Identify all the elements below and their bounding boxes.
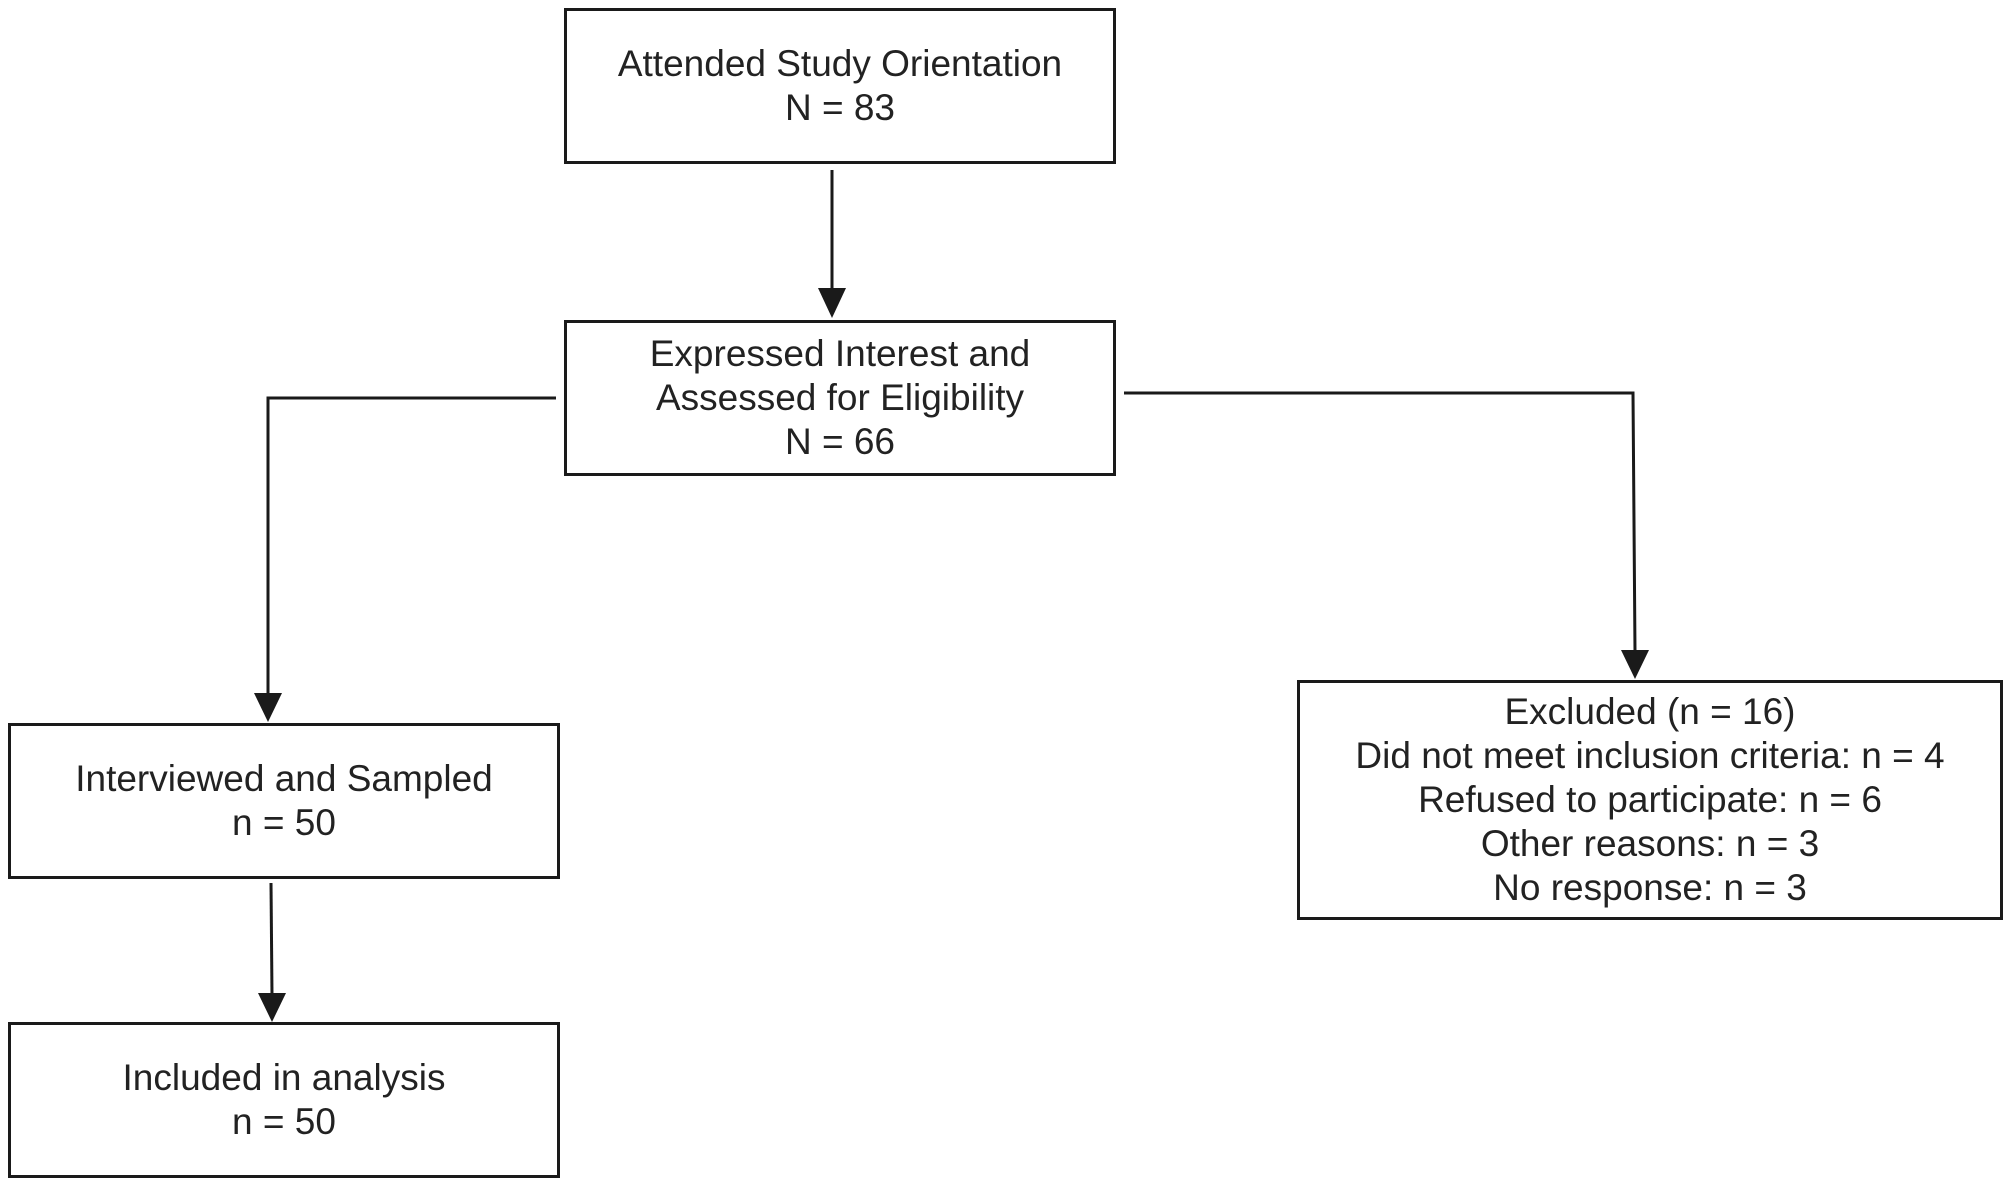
arrow-interviewed-to-analysis <box>269 882 274 996</box>
box-assessed-eligibility: Expressed Interest and Assessed for Elig… <box>564 320 1116 476</box>
box-count: n = 50 <box>232 1101 336 1142</box>
box-excluded: Excluded (n = 16) Did not meet inclusion… <box>1297 680 2003 920</box>
box-count: n = 50 <box>232 802 336 843</box>
excluded-reason: No response: n = 3 <box>1493 867 1807 908</box>
box-interviewed-sampled: Interviewed and Sampled n = 50 <box>8 723 560 879</box>
box-attended-orientation: Attended Study Orientation N = 83 <box>564 8 1116 164</box>
box-label: Included in analysis <box>122 1057 446 1098</box>
arrow-eligibility-to-interviewed <box>266 396 556 695</box>
excluded-title: Excluded (n = 16) <box>1504 691 1796 732</box>
box-label: Expressed Interest and <box>649 333 1031 374</box>
excluded-reason: Other reasons: n = 3 <box>1480 823 1820 864</box>
excluded-reason: Did not meet inclusion criteria: n = 4 <box>1355 735 1945 776</box>
box-label: Attended Study Orientation <box>617 43 1063 84</box>
arrowhead-icon <box>818 288 846 318</box>
excluded-reason: Refused to participate: n = 6 <box>1418 779 1882 820</box>
box-included-analysis: Included in analysis n = 50 <box>8 1022 560 1178</box>
arrowhead-icon <box>258 993 286 1022</box>
box-count: N = 66 <box>784 421 896 462</box>
arrow-eligibility-to-excluded <box>1124 391 1637 653</box>
box-label: Assessed for Eligibility <box>655 377 1025 418</box>
arrowhead-icon <box>1621 650 1649 679</box>
box-count: N = 83 <box>784 87 896 128</box>
arrowhead-icon <box>254 693 282 722</box>
box-label: Interviewed and Sampled <box>75 758 493 799</box>
